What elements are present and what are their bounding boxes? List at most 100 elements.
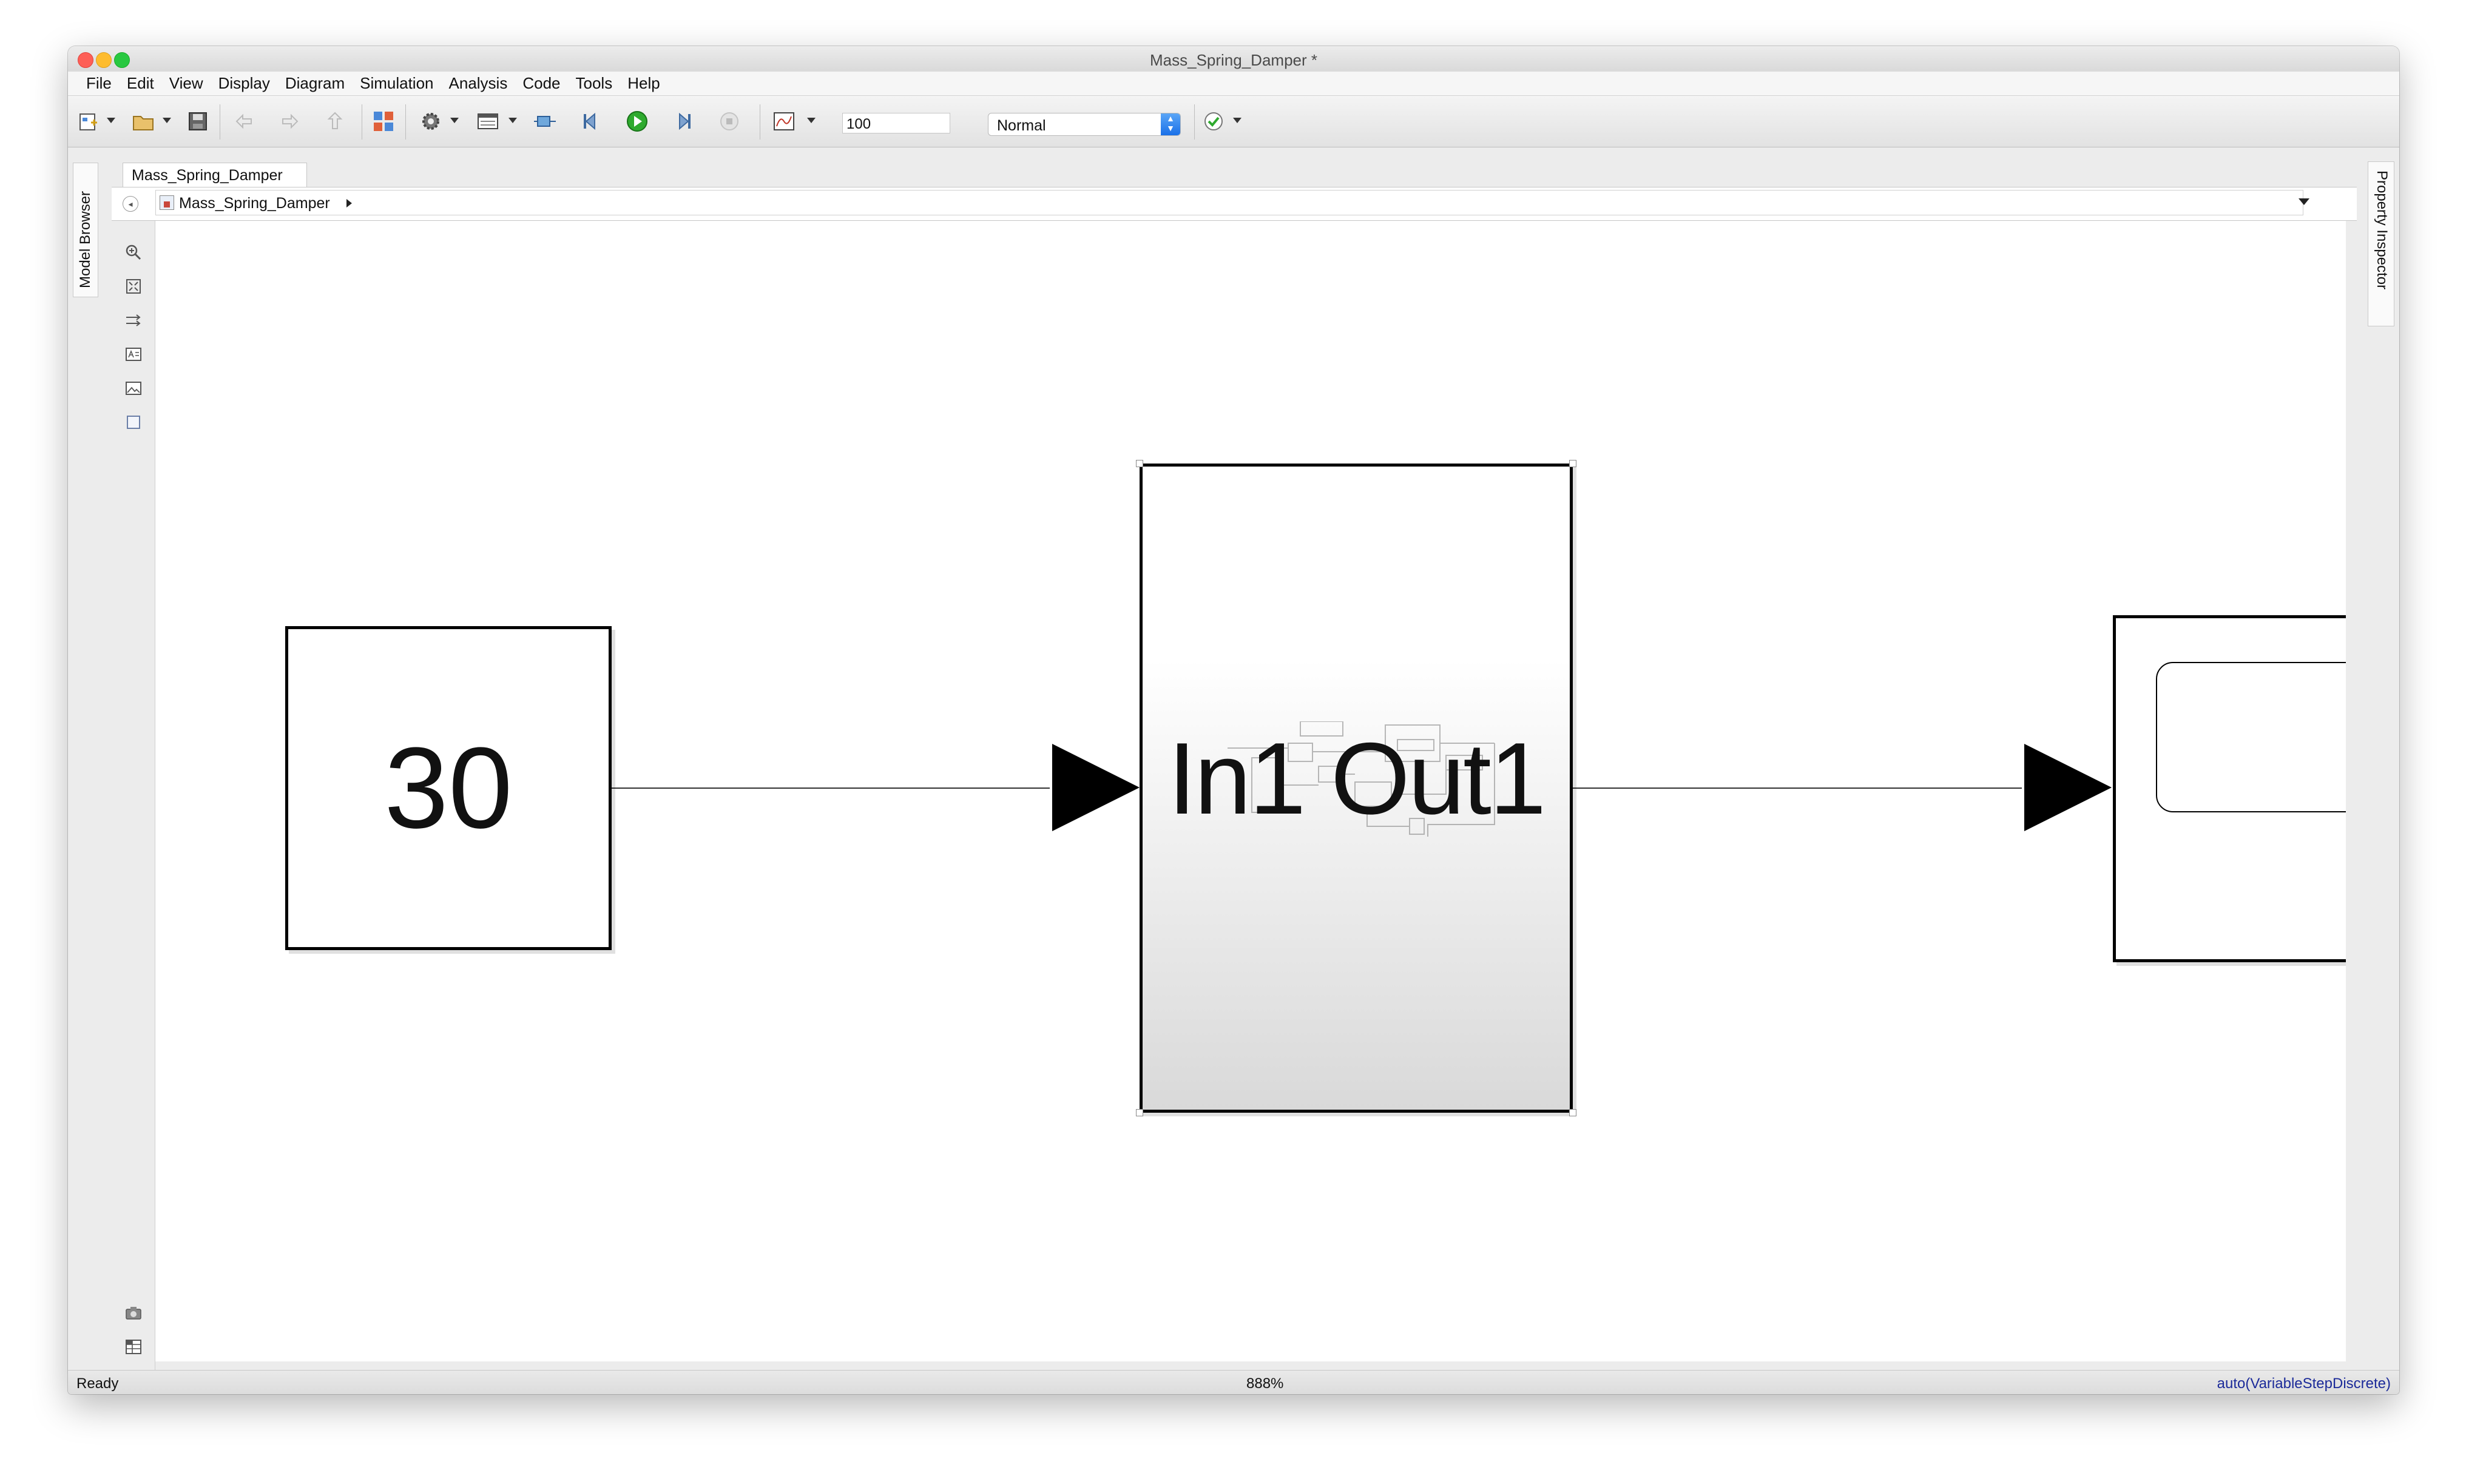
fit-to-view-button[interactable]	[124, 277, 143, 296]
up-icon	[327, 112, 343, 129]
signal-arrowhead	[2024, 744, 2112, 831]
menu-display[interactable]: Display	[218, 74, 270, 92]
menu-code[interactable]: Code	[522, 74, 561, 92]
model-config-dropdown[interactable]	[450, 118, 459, 123]
fit-view-icon	[126, 279, 141, 294]
resize-handle[interactable]	[1136, 460, 1143, 467]
property-inspector-label: Property Inspector	[2374, 170, 2390, 290]
run-icon	[627, 111, 647, 132]
resize-handle[interactable]	[1569, 460, 1576, 467]
breadcrumb: Mass_Spring_Damper	[155, 190, 2303, 215]
menu-help[interactable]: Help	[627, 74, 660, 92]
resize-handle[interactable]	[1136, 1109, 1143, 1116]
canvas-palette	[112, 221, 155, 1386]
scope-block[interactable]	[2113, 615, 2346, 962]
zoom-icon	[126, 245, 141, 260]
menu-file[interactable]: File	[86, 74, 112, 92]
step-forward-button[interactable]	[671, 109, 695, 133]
camera-icon	[126, 1307, 141, 1320]
area-icon	[127, 416, 140, 429]
image-icon	[126, 382, 141, 395]
open-dropdown[interactable]	[163, 118, 171, 123]
check-icon	[1204, 112, 1223, 130]
subsystem-label: In1 Out1	[1167, 721, 1546, 835]
model-explorer-dropdown[interactable]	[508, 118, 517, 123]
scope-button[interactable]	[772, 109, 796, 133]
scope-dropdown[interactable]	[807, 118, 816, 123]
new-model-button[interactable]	[76, 109, 101, 133]
menu-tools[interactable]: Tools	[575, 74, 613, 92]
annotation-button[interactable]	[124, 345, 143, 364]
menu-simulation[interactable]: Simulation	[360, 74, 434, 92]
signal-line-const-to-subsystem[interactable]	[612, 788, 1050, 789]
signal-line-subsystem-to-scope[interactable]	[1573, 788, 2022, 789]
toolbar: 100 Normal ▲▼	[68, 96, 2399, 147]
model-config-icon	[422, 113, 439, 130]
stop-button[interactable]	[717, 109, 741, 133]
arrows-right-icon	[126, 314, 141, 326]
subsystem-block[interactable]: In1 Out1	[1140, 464, 1573, 1113]
subsystem-preview-icon	[1228, 721, 1495, 837]
model-advisor-dropdown[interactable]	[1233, 118, 1241, 123]
save-icon	[189, 112, 207, 130]
route-lines-button[interactable]	[124, 311, 143, 330]
step-back-button[interactable]	[579, 109, 603, 133]
area-button[interactable]	[124, 413, 143, 432]
new-model-dropdown[interactable]	[107, 118, 115, 123]
model-browser-tab[interactable]: Model Browser	[73, 163, 98, 297]
simulation-mode-value: Normal	[997, 117, 1046, 134]
image-button[interactable]	[124, 379, 143, 398]
chevron-updown-icon: ▲▼	[1161, 113, 1180, 135]
chevron-right-icon[interactable]	[346, 199, 352, 207]
simulation-mode-select[interactable]: Normal ▲▼	[988, 113, 1181, 136]
constant-value: 30	[384, 724, 513, 852]
model-explorer-icon	[478, 113, 498, 129]
table-icon	[126, 1340, 141, 1354]
constant-block[interactable]: 30	[285, 626, 612, 950]
stop-icon	[720, 112, 738, 130]
editor-area: Mass_Spring_Damper ◂ Mass_Spring_Damper	[112, 159, 2357, 1386]
status-bar: Ready 888% auto(VariableStepDiscrete)	[68, 1370, 2399, 1394]
minimize-window-button[interactable]	[96, 52, 112, 68]
toolbar-separator	[1194, 104, 1195, 140]
save-button[interactable]	[186, 109, 210, 133]
screenshot-button[interactable]	[124, 1303, 143, 1323]
library-browser-button[interactable]	[371, 109, 396, 133]
stop-time-input[interactable]: 100	[842, 113, 950, 133]
open-icon	[133, 116, 154, 130]
resize-handle[interactable]	[1569, 1109, 1576, 1116]
explorer-bar: ◂ Mass_Spring_Damper	[112, 187, 2357, 221]
step-back-icon	[584, 112, 595, 130]
signal-connect-button[interactable]	[533, 109, 557, 133]
breadcrumb-dropdown[interactable]	[2299, 198, 2309, 205]
menu-analysis[interactable]: Analysis	[448, 74, 508, 92]
back-button[interactable]	[232, 109, 256, 133]
model-canvas[interactable]: 30	[155, 221, 2346, 1361]
open-button[interactable]	[131, 109, 155, 133]
breadcrumb-model[interactable]: Mass_Spring_Damper	[179, 195, 330, 212]
model-tab[interactable]: Mass_Spring_Damper	[123, 163, 307, 187]
up-button[interactable]	[323, 109, 347, 133]
chevron-left-icon: ◂	[128, 198, 133, 209]
model-data-button[interactable]	[124, 1337, 143, 1357]
step-forward-icon	[679, 112, 691, 130]
property-inspector-tab[interactable]: Property Inspector	[2368, 161, 2394, 326]
close-window-button[interactable]	[78, 52, 93, 68]
text-annotation-icon	[126, 348, 141, 361]
solver-link[interactable]: auto(VariableStepDiscrete)	[2217, 1375, 2391, 1392]
zoom-window-button[interactable]	[114, 52, 130, 68]
menu-edit[interactable]: Edit	[126, 74, 154, 92]
zoom-button[interactable]	[124, 243, 143, 262]
library-browser-icon	[374, 112, 393, 131]
hide-explorer-button[interactable]: ◂	[123, 196, 138, 212]
model-advisor-button[interactable]	[1201, 109, 1226, 133]
run-button[interactable]	[625, 109, 649, 133]
model-config-button[interactable]	[419, 109, 443, 133]
model-explorer-button[interactable]	[476, 109, 500, 133]
menu-view[interactable]: View	[169, 74, 203, 92]
model-icon	[160, 195, 174, 210]
forward-button[interactable]	[278, 109, 302, 133]
toolbar-separator	[405, 104, 406, 140]
menu-diagram[interactable]: Diagram	[285, 74, 345, 92]
title-bar: Mass_Spring_Damper *	[68, 46, 2399, 72]
